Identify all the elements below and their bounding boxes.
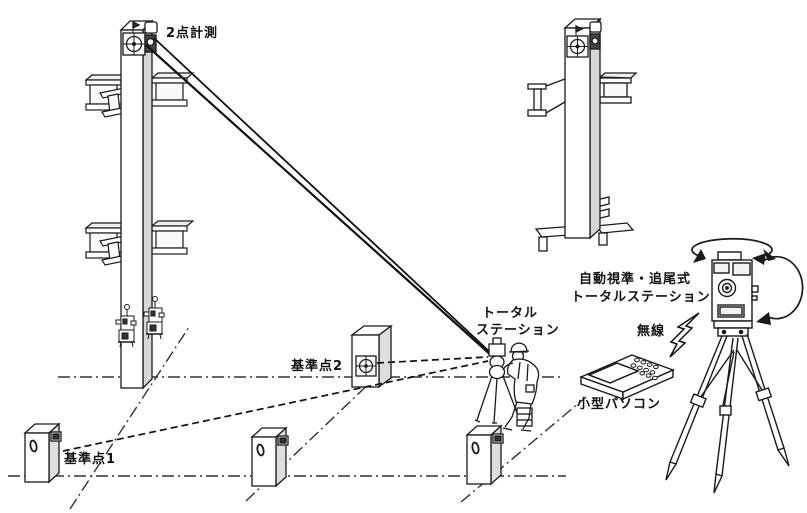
solid-sight-lines — [145, 37, 493, 357]
label-auto-ts-line2: トータルステーション — [571, 290, 711, 305]
label-reference-point-1: 基準点1 — [64, 452, 117, 467]
survey-target-icon — [122, 20, 146, 56]
survey-target-icon — [355, 355, 377, 377]
label-small-pc: 小型パソコン — [577, 397, 662, 412]
tripod-legs — [665, 333, 790, 494]
reference-point-2-box — [350, 324, 393, 389]
pc-keys — [630, 357, 659, 381]
surveyor-figure — [502, 342, 540, 432]
horizontal-rotation-arrow-icon — [691, 237, 776, 263]
auto-tracking-total-station — [665, 237, 804, 494]
handheld-pc — [579, 354, 675, 401]
lightning-bolt-icon — [669, 312, 700, 358]
left-steel-column — [85, 19, 194, 390]
prism-icon — [589, 21, 602, 50]
floor-marker-box-mid — [251, 427, 289, 487]
label-auto-ts-line1: 自動視準・追尾式 — [579, 272, 692, 287]
prism-icon — [144, 21, 158, 53]
floor-marker-box-right — [466, 425, 504, 485]
reference-point-1-box — [24, 423, 62, 483]
sightline-prism-to-ts — [153, 37, 493, 355]
label-total-station-line1: トータル — [482, 306, 539, 321]
vertical-rotation-arrow-icon — [752, 253, 804, 325]
total-station-with-surveyor — [474, 337, 540, 432]
label-total-station-line2: ステーション — [476, 323, 560, 338]
label-reference-point-2: 基準点2 — [291, 359, 344, 374]
pc-screen — [587, 362, 640, 384]
sightline-ref2-to-ts — [376, 356, 489, 364]
label-total-station: トータル ステーション — [476, 305, 560, 339]
dashed-sight-lines — [62, 356, 489, 452]
label-wireless: 無線 — [637, 324, 666, 339]
sightline-target-to-ts — [145, 44, 493, 357]
diagonal-axis-1 — [69, 326, 190, 510]
label-two-point-measurement: 2点計測 — [166, 26, 219, 41]
right-steel-column — [527, 17, 638, 252]
sightline-ref1-to-ts — [62, 360, 489, 452]
survey-target-icon — [566, 24, 589, 58]
